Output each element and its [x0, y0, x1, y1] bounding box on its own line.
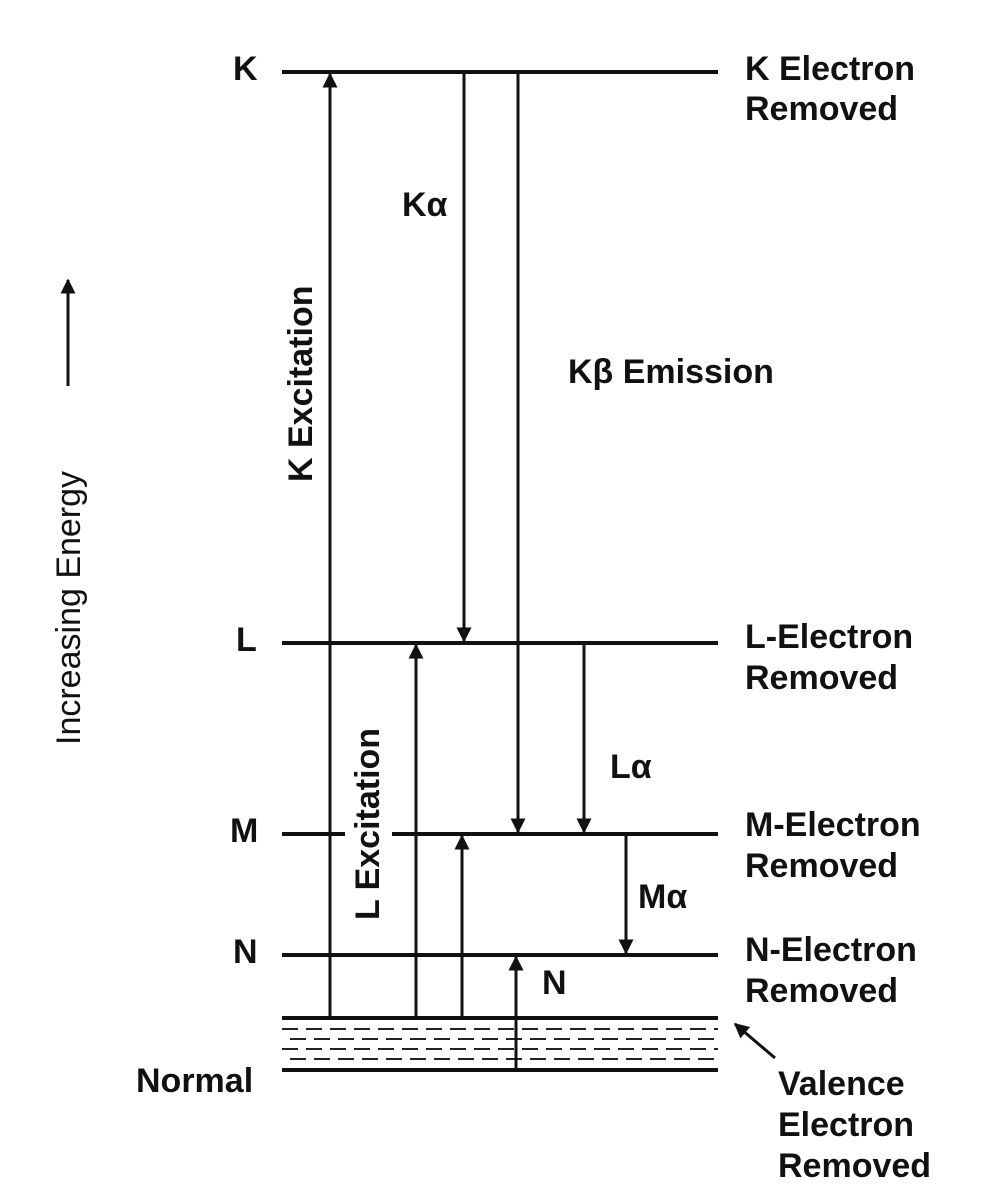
m-level-label-line2: Removed	[745, 847, 898, 885]
k-beta-label: Kβ Emission	[568, 353, 774, 391]
k-level-label-line2: Removed	[745, 90, 898, 128]
k-excitation-label: K Excitation	[282, 286, 320, 482]
valence-label-line3: Removed	[778, 1147, 931, 1185]
l-level-label-line1: L-Electron	[745, 618, 913, 656]
k-alpha-label: Kα	[402, 186, 448, 224]
valence-label-line2: Electron	[778, 1106, 914, 1144]
n-level-label-line1: N-Electron	[745, 931, 917, 969]
level-letter-m: M	[230, 812, 258, 850]
l-alpha-label: Lα	[610, 748, 652, 786]
n-transition-label: N	[542, 964, 567, 1002]
m-level-label-line1: M-Electron	[745, 806, 921, 844]
axis-label: Increasing Energy	[50, 471, 88, 745]
valence-pointer-arrow	[733, 1022, 776, 1060]
l-excitation-label: L Excitation	[349, 728, 387, 920]
valence-band	[282, 1016, 718, 1072]
n-level-label-line2: Removed	[745, 972, 898, 1010]
k-level-label-line1: K Electron	[745, 50, 915, 88]
l-level-label-line2: Removed	[745, 659, 898, 697]
level-letter-normal: Normal	[136, 1062, 253, 1100]
valence-label-line1: Valence	[778, 1065, 905, 1103]
level-letter-k: K	[233, 50, 258, 88]
level-letter-n: N	[233, 933, 258, 971]
level-letter-l: L	[236, 621, 257, 659]
m-alpha-label: Mα	[638, 878, 687, 916]
